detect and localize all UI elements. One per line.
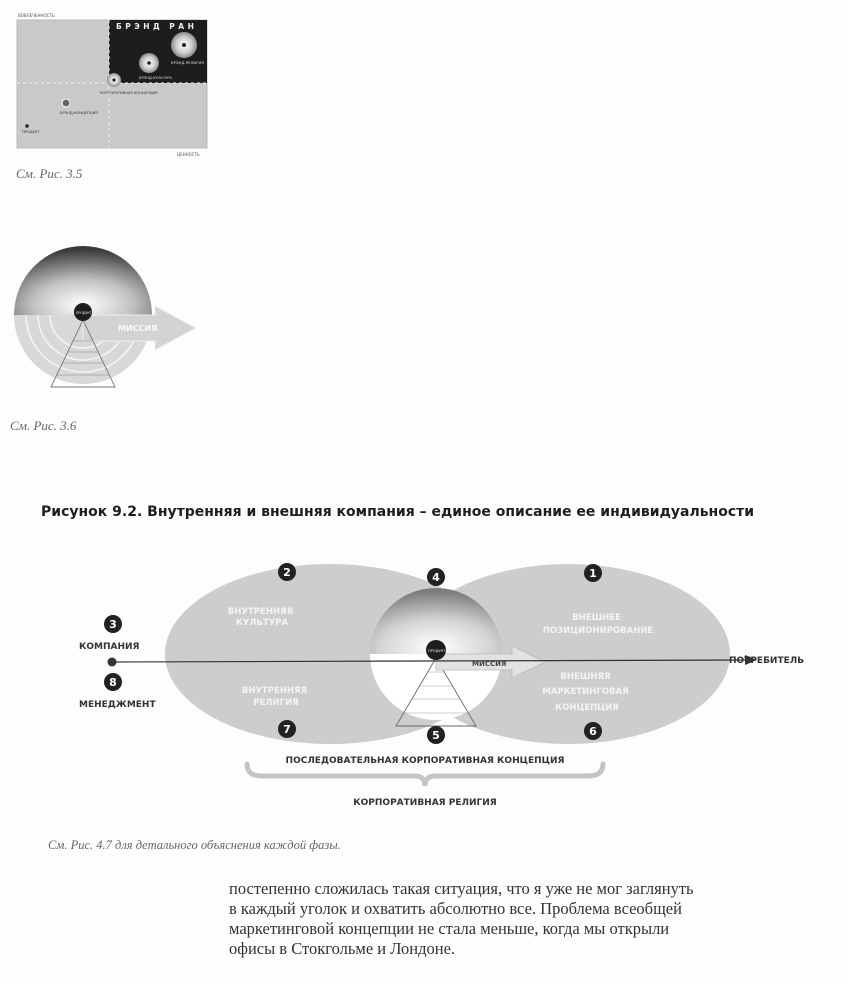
mission-label-9-2: МИССИЯ (472, 660, 506, 668)
company-label: КОМПАНИЯ (79, 642, 140, 652)
figure-9-2-title: Рисунок 9.2. Внутренняя и внешняя компан… (41, 504, 755, 520)
product-dot (25, 124, 29, 128)
upper-hemisphere (14, 246, 152, 315)
marker-7: 7 (278, 720, 296, 738)
external-positioning-label: ВНЕШНЕЕ ПОЗИЦИОНИРОВАНИЕ (543, 613, 654, 636)
body-paragraph: постепенно сложилась такая ситуация, что… (229, 879, 694, 959)
body-line: постепенно сложилась такая ситуация, что… (229, 879, 694, 898)
svg-text:6: 6 (589, 725, 597, 738)
brand-concept-circle (61, 98, 71, 108)
marker-2: 2 (278, 563, 296, 581)
mission-arrow (82, 305, 198, 351)
consumer-label: ПОТРЕБИТЕЛЬ (729, 656, 804, 666)
svg-text:1: 1 (589, 567, 597, 580)
mission-label: МИССИЯ (118, 324, 157, 333)
caption-fig-3-6: См. Рис. 3.6 (10, 418, 77, 433)
svg-text:5: 5 (432, 729, 440, 742)
figure-3-5: БРЭНД РАН ВОВЛЕЧЕННОСТЬ ЦЕННОСТЬ БРЭНД-Р… (16, 13, 208, 157)
marker-5: 5 (427, 726, 445, 744)
svg-text:8: 8 (109, 676, 117, 689)
marker-8: 8 (104, 673, 122, 691)
product-label: ПРОДУКТ (22, 130, 40, 134)
svg-text:2: 2 (283, 566, 291, 579)
brand-ran-label: БРЭНД РАН (116, 22, 197, 31)
management-label: МЕНЕДЖМЕНТ (79, 700, 156, 710)
svg-text:3: 3 (109, 618, 117, 631)
brace (244, 761, 606, 787)
marker-4: 4 (427, 568, 445, 586)
external-concept-label: ВНЕШНЯЯ МАРКЕТИНГОВАЯ КОНЦЕПЦИЯ (542, 672, 631, 713)
svg-text:7: 7 (283, 723, 291, 736)
marker-6: 6 (584, 722, 602, 740)
marker-1: 1 (584, 564, 602, 582)
corporate-religion-label: КОРПОРАТИВНАЯ РЕЛИГИЯ (353, 798, 496, 808)
axis-y-label: ВОВЛЕЧЕННОСТЬ (18, 13, 55, 18)
upper-sphere (370, 588, 502, 654)
brand-concept-label: БРЭНД-КОНЦЕПЦИЯ (60, 111, 98, 115)
company-consumer-line (111, 659, 746, 663)
svg-text:4: 4 (432, 571, 440, 584)
product-circle-9-2 (426, 640, 446, 660)
brand-religion-label: БРЭНД-РЕЛИГИЯ (171, 60, 204, 65)
consistent-concept-label: ПОСЛЕДОВАТЕЛЬНАЯ КОРПОРАТИВНАЯ КОНЦЕПЦИЯ (286, 756, 565, 766)
product-label-9-2: ПРОДУКТ (428, 649, 446, 653)
marker-3: 3 (104, 615, 122, 633)
mission-arrow-9-2 (435, 645, 546, 679)
internal-culture-label: ВНУТРЕННЯЯ КУЛЬТУРА (228, 607, 296, 628)
caption-fig-9-2: См. Рис. 4.7 для детального объяснения к… (48, 838, 341, 852)
figure-3-6: МИССИЯ ПРОДУКТ (14, 246, 198, 388)
brand-culture-label: БРЭНД-КУЛЬТУРА (139, 76, 172, 80)
figure-9-2: МИССИЯ ПРОДУКТ ВНУТРЕННЯЯ КУЛЬТУРА ВНЕШН… (79, 563, 804, 808)
lower-sphere (370, 654, 502, 720)
pyramid (50, 318, 116, 388)
product-circle (74, 303, 92, 321)
body-line: офисы в Стокгольме и Лондоне. (229, 939, 456, 958)
corporate-concept-label: КОРПОРАТИВНАЯ КОНЦЕПЦИЯ (100, 91, 158, 95)
product-label-36: ПРОДУКТ (76, 311, 92, 315)
internal-religion-label: ВНУТРЕННЯЯ РЕЛИГИЯ (242, 686, 310, 708)
caption-fig-3-5: См. Рис. 3.5 (16, 166, 83, 181)
body-line: в каждый уголок и охватить абсолютно все… (229, 899, 682, 918)
body-line: маркетинговой концепции не стала меньше,… (229, 919, 670, 938)
axis-x-label: ЦЕННОСТЬ (177, 152, 200, 157)
company-dot (107, 657, 117, 667)
external-ellipse (406, 564, 730, 744)
